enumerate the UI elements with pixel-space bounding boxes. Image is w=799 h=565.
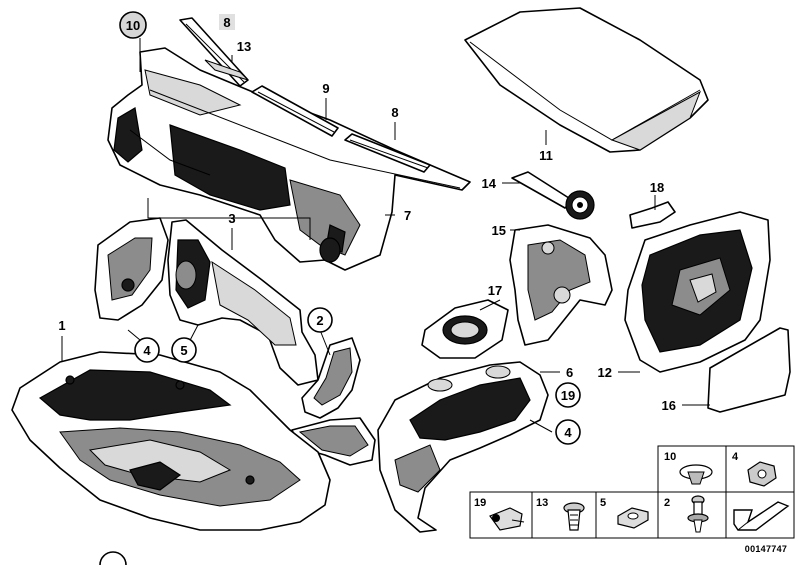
legend-label-19: 19 bbox=[474, 497, 486, 509]
bracket-part-2[interactable] bbox=[291, 417, 376, 466]
label-18: 18 bbox=[650, 180, 664, 195]
cap-part[interactable] bbox=[421, 299, 509, 359]
label-16: 16 bbox=[662, 398, 676, 413]
rivet-13-icon bbox=[563, 502, 585, 531]
callout-circle-4-left bbox=[134, 337, 160, 363]
label-4-right: 4 bbox=[564, 425, 572, 440]
label-8-bg bbox=[219, 14, 235, 30]
label-7: 7 bbox=[404, 208, 411, 223]
seal-piece-18[interactable] bbox=[629, 201, 676, 229]
callout-circle-10 bbox=[119, 11, 147, 39]
seal-strip-13[interactable] bbox=[204, 59, 249, 81]
callout-circle-19 bbox=[555, 382, 581, 408]
label-4-left: 4 bbox=[143, 343, 151, 358]
label-5: 5 bbox=[180, 343, 187, 358]
label-6: 6 bbox=[566, 365, 573, 380]
firewall-insulation-part[interactable] bbox=[107, 47, 471, 271]
label-2: 2 bbox=[316, 313, 323, 328]
legend-label-13: 13 bbox=[536, 497, 548, 509]
label-9: 9 bbox=[322, 81, 329, 96]
callout-circle-2 bbox=[307, 307, 333, 333]
parcel-shelf-part[interactable] bbox=[464, 7, 709, 153]
diagram-id: 00147747 bbox=[745, 544, 787, 554]
push-pin-2-icon bbox=[687, 495, 709, 533]
label-1: 1 bbox=[58, 318, 65, 333]
label-19: 19 bbox=[561, 388, 575, 403]
door-insulation-part[interactable] bbox=[624, 211, 771, 373]
callout-circle-partial bbox=[99, 551, 127, 565]
legend-label-4: 4 bbox=[732, 451, 739, 463]
tape-roll-part[interactable] bbox=[511, 171, 595, 220]
label-3: 3 bbox=[228, 211, 235, 226]
legend-label-2: 2 bbox=[664, 497, 670, 509]
label-10: 10 bbox=[126, 18, 140, 33]
label-8-top: 8 bbox=[223, 15, 230, 30]
floor-tunnel-insulation-part[interactable] bbox=[377, 361, 549, 533]
label-14: 14 bbox=[482, 176, 497, 191]
seal-strip-8-right[interactable] bbox=[344, 133, 431, 173]
flat-pad-part[interactable] bbox=[707, 327, 791, 413]
washer-5-icon bbox=[617, 507, 649, 529]
label-11: 11 bbox=[539, 148, 553, 163]
label-13: 13 bbox=[237, 39, 251, 54]
callout-circle-4-right bbox=[555, 419, 581, 445]
label-15: 15 bbox=[492, 223, 506, 238]
label-17: 17 bbox=[488, 283, 502, 298]
side-insulation-left-part[interactable] bbox=[94, 217, 169, 321]
label-12: 12 bbox=[598, 365, 612, 380]
clip-19-icon bbox=[489, 507, 525, 531]
bracket-part-2-upper[interactable] bbox=[301, 337, 361, 419]
side-insulation-main-part[interactable] bbox=[167, 219, 319, 386]
seal-strip-9[interactable] bbox=[251, 85, 339, 137]
fastener-legend: 10 4 19 13 5 2 bbox=[469, 445, 795, 554]
legend-label-5: 5 bbox=[600, 497, 606, 509]
floor-insulation-part[interactable] bbox=[11, 351, 331, 531]
legend-label-10: 10 bbox=[664, 451, 676, 463]
nut-4-icon bbox=[747, 461, 777, 487]
clip-10-icon bbox=[679, 464, 713, 485]
wheel-arch-insulation-part[interactable] bbox=[509, 224, 613, 346]
label-8-right: 8 bbox=[391, 105, 398, 120]
part-labels: 10 8 13 9 8 11 7 3 1 4 5 2 14 15 17 18 1… bbox=[58, 11, 676, 565]
direction-arrow-icon bbox=[733, 501, 790, 531]
callout-circle-5 bbox=[171, 337, 197, 363]
